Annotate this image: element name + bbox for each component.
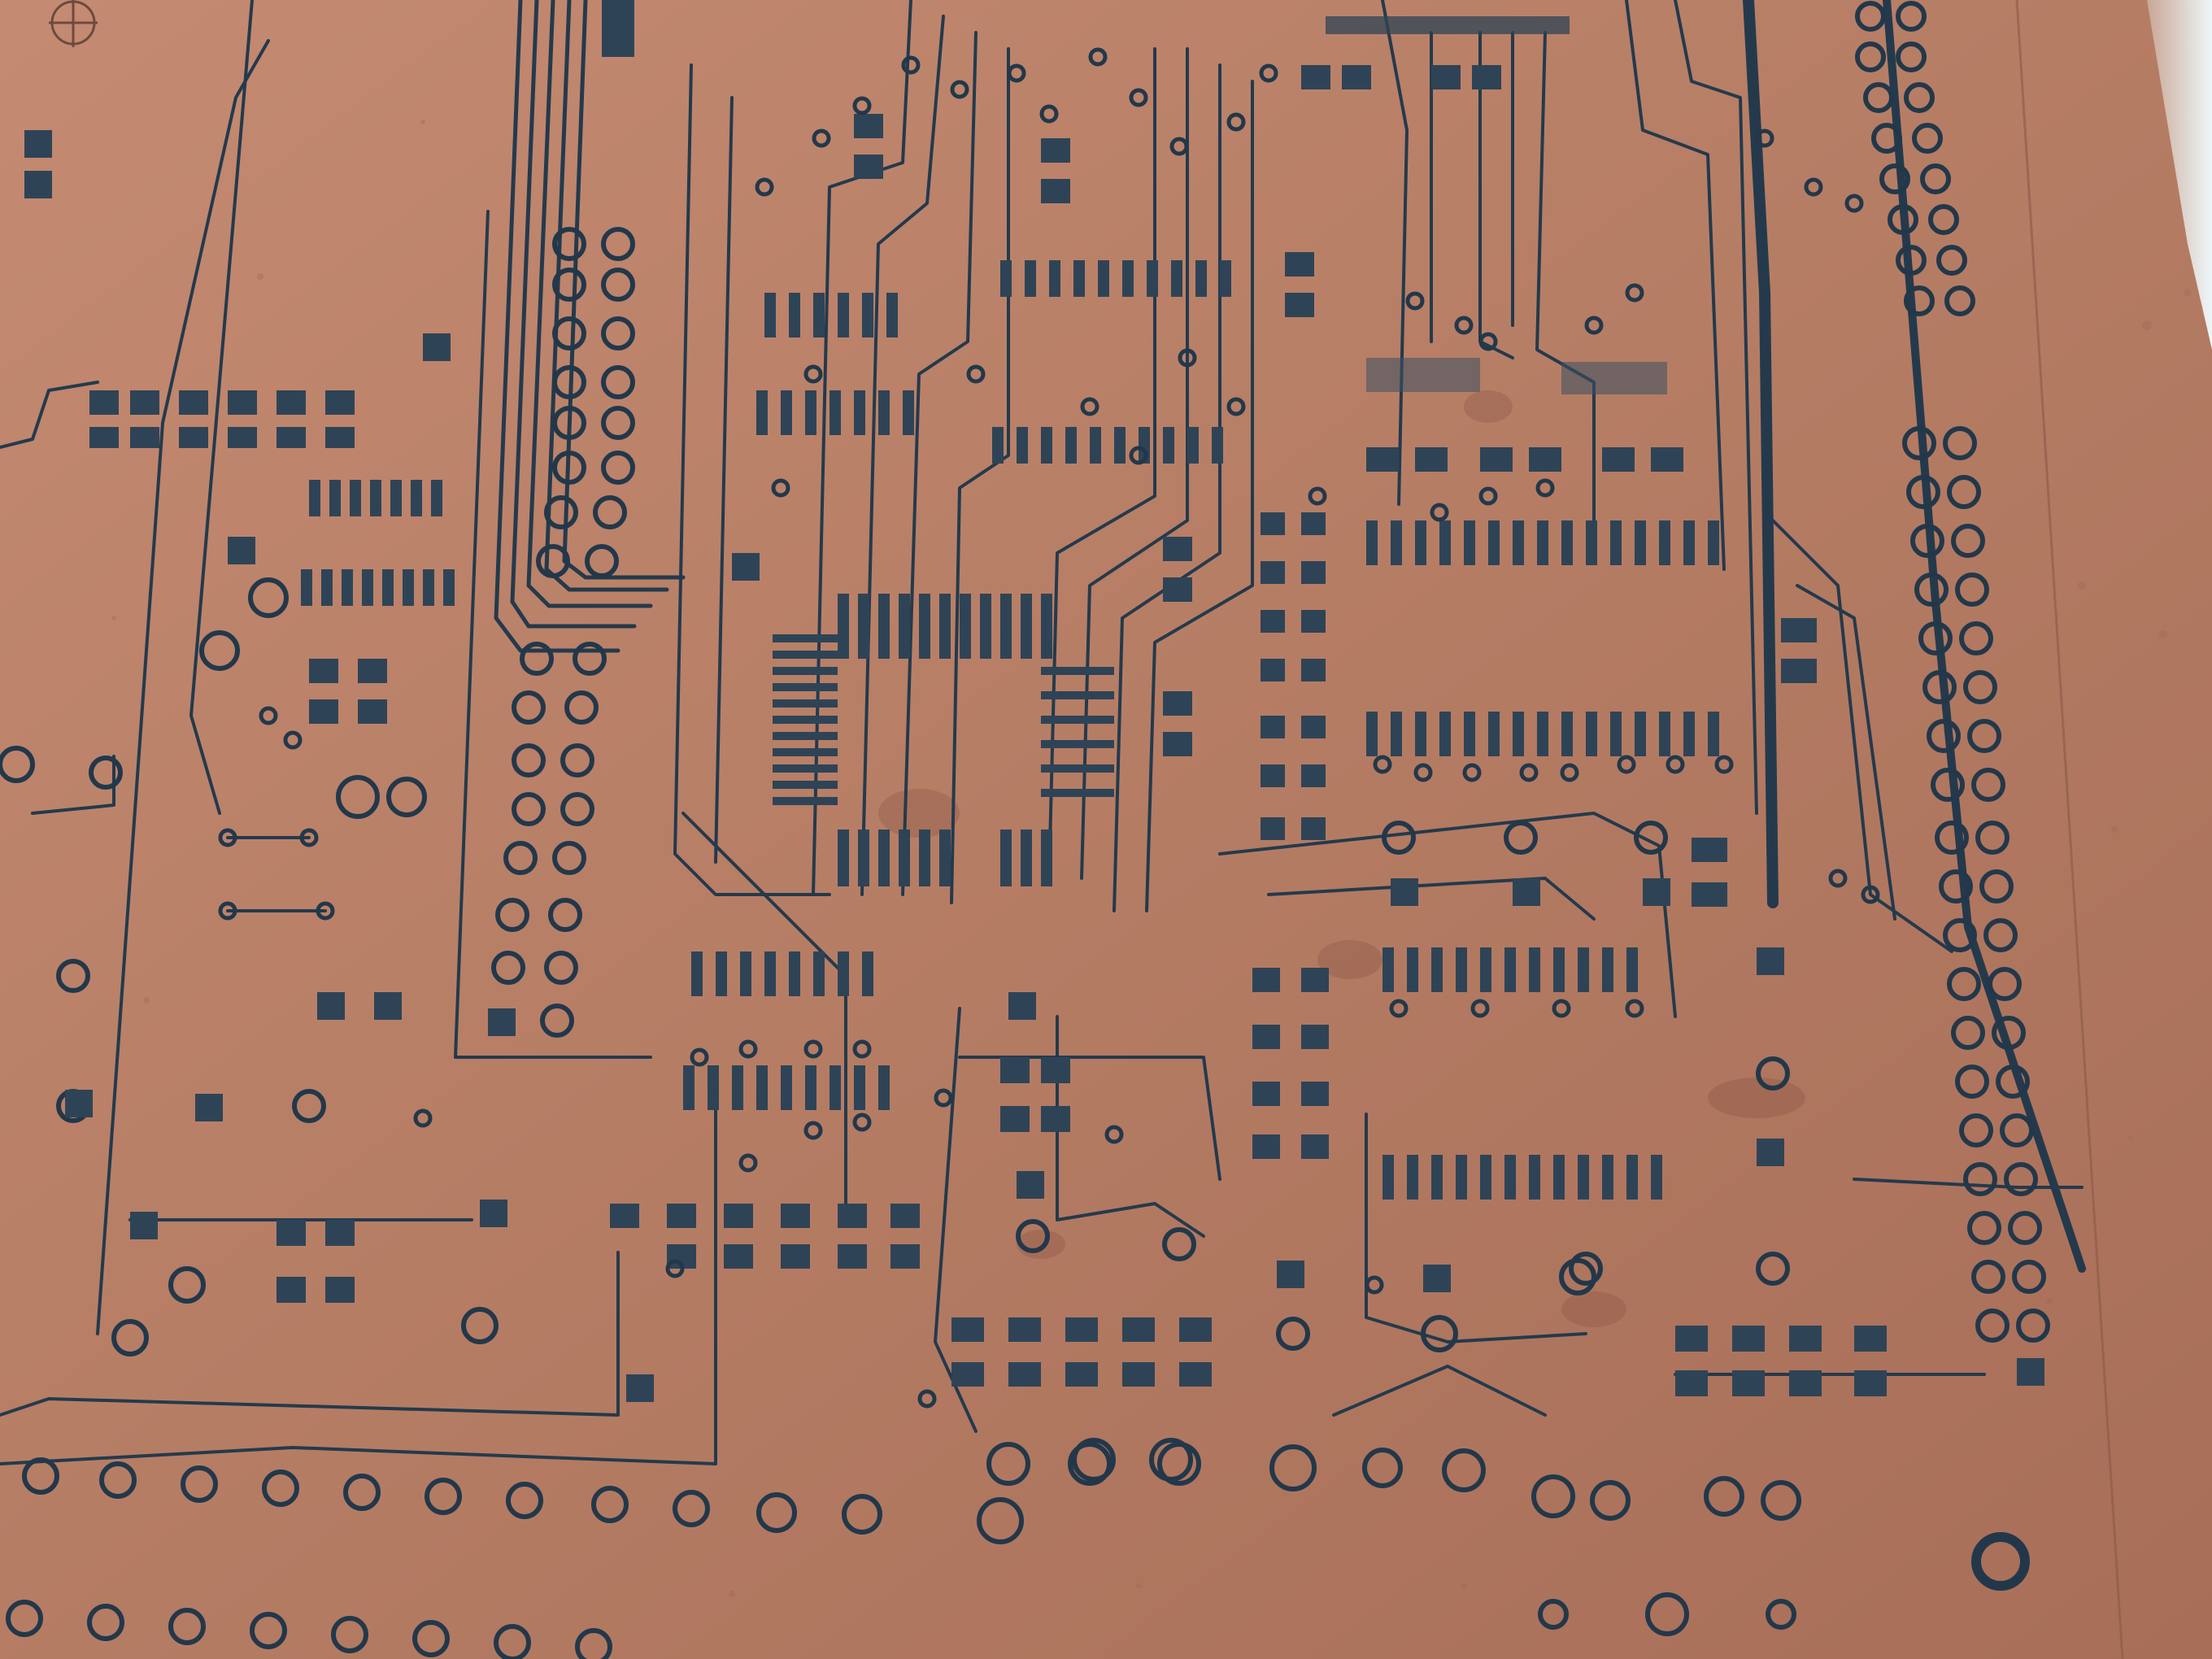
vias [218,47,1880,1409]
fiducial-mark [49,0,98,47]
board-edge-line [2015,0,2124,1659]
light-glare [2147,0,2212,350]
ic-footprints [301,0,1719,1200]
smd-pads [89,65,1887,1396]
surface-grain [111,120,2192,1597]
through-hole-pads [0,1,2050,1659]
